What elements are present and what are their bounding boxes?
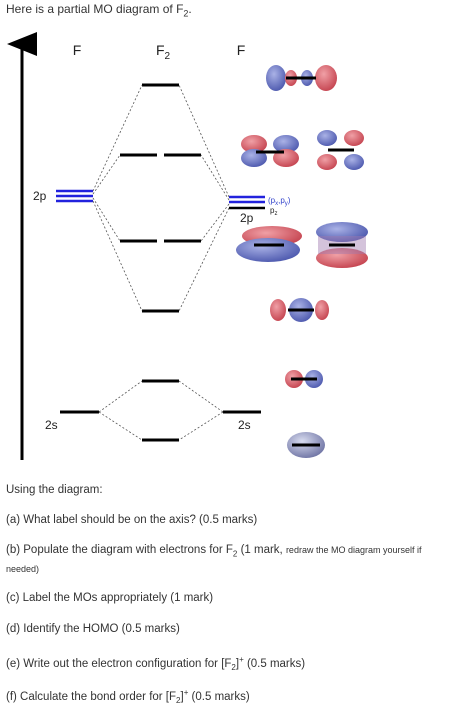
intro-text: Here is a partial MO diagram of F2. [6,2,192,19]
left-atom-label: F [73,42,82,58]
orbital-image-pi-star-2p-b [317,130,364,170]
mo-diagram: F F2 F 2p 2s 2p (px,py) pz 2s [7,32,368,460]
right-pz-label: pz [270,206,277,217]
orbital-image-sigma-2p [270,298,329,322]
center-molecule-label: F2 [156,42,171,62]
question-d: (d) Identify the HOMO (0.5 marks) [6,623,180,635]
orbital-image-sigma-2s [287,432,325,458]
question-e: (e) Write out the electron configuration… [6,655,306,673]
left-2s-label: 2s [45,418,58,432]
orbital-image-pi-star-2p-a [241,135,299,167]
left-2p-label: 2p [33,189,47,203]
orbital-image-pi-2p-a [236,226,302,262]
right-2s-label: 2s [238,418,251,432]
question-c: (c) Label the MOs appropriately (1 mark) [6,592,214,604]
correlation-lines [92,84,230,441]
question-f: (f) Calculate the bond order for [F2]+ (… [6,688,250,706]
question-b-wrap: needed) [6,564,40,574]
orbital-image-sigma-star-2p [266,65,337,91]
questions-intro: Using the diagram: [6,484,103,496]
question-a: (a) What label should be on the axis? (0… [6,514,258,526]
right-pxpy-label: (px,py) [268,196,291,207]
right-2p-label: 2p [240,211,254,225]
orbital-image-sigma-star-2s [285,370,323,388]
question-b: (b) Populate the diagram with electrons … [6,544,422,559]
orbital-image-pi-2p-b [316,222,368,268]
right-atom-label: F [237,42,246,58]
